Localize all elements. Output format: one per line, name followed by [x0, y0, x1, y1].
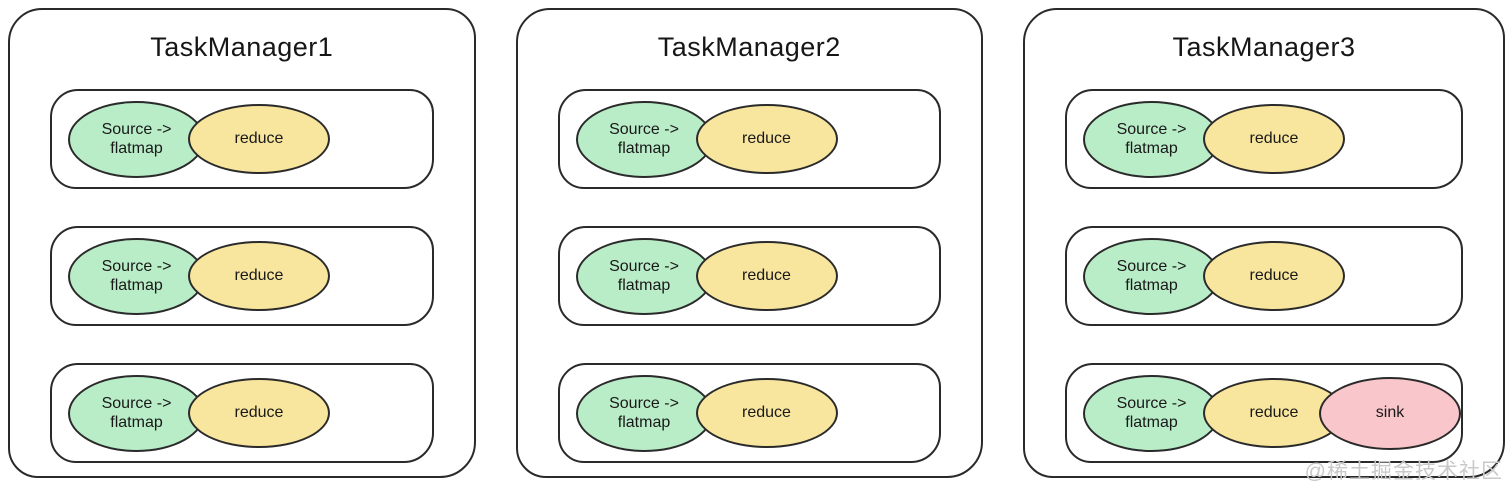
- task-label: Source -> flatmap: [609, 394, 679, 431]
- task-label: reduce: [234, 404, 284, 422]
- reduce-ellipse: reduce: [188, 378, 330, 448]
- task-slot: Source -> flatmap reduce: [557, 363, 941, 463]
- task-label: reduce: [742, 267, 791, 285]
- taskmanager3-box: TaskManager3 Source -> flatmap reduce So…: [1023, 8, 1505, 478]
- task-label: Source -> flatmap: [101, 257, 172, 294]
- task-label: Source -> flatmap: [609, 120, 679, 157]
- task-slot: Source -> flatmap reduce: [50, 226, 434, 326]
- task-label: reduce: [1249, 130, 1299, 148]
- source-flatmap-ellipse: Source -> flatmap: [1083, 100, 1220, 178]
- task-label: reduce: [234, 267, 284, 285]
- task-label: reduce: [1249, 267, 1299, 285]
- source-flatmap-ellipse: Source -> flatmap: [575, 100, 713, 178]
- task-slot: Source -> flatmap reduce: [1065, 89, 1463, 189]
- task-label: Source -> flatmap: [1116, 257, 1187, 294]
- source-flatmap-ellipse: Source -> flatmap: [575, 237, 713, 315]
- task-slot: Source -> flatmap reduce: [557, 226, 941, 326]
- task-slot: Source -> flatmap reduce: [50, 89, 434, 189]
- reduce-ellipse: reduce: [695, 241, 838, 311]
- taskmanager1-slots: Source -> flatmap reduce Source -> flatm…: [10, 89, 474, 463]
- task-label: reduce: [742, 130, 791, 148]
- taskmanager3-slots: Source -> flatmap reduce Source -> flatm…: [1025, 89, 1503, 463]
- reduce-ellipse: reduce: [1203, 104, 1345, 174]
- task-label: reduce: [742, 404, 791, 422]
- source-flatmap-ellipse: Source -> flatmap: [68, 237, 205, 315]
- taskmanager3-title: TaskManager3: [1172, 32, 1356, 62]
- taskmanager-columns: TaskManager1 Source -> flatmap reduce So…: [8, 8, 1505, 478]
- task-label: Source -> flatmap: [609, 257, 679, 294]
- task-label: Source -> flatmap: [101, 120, 172, 157]
- taskmanager2-box: TaskManager2 Source -> flatmap reduce So…: [515, 8, 983, 478]
- task-slot: Source -> flatmap reduce sink: [1065, 363, 1463, 463]
- reduce-ellipse: reduce: [695, 104, 838, 174]
- source-flatmap-ellipse: Source -> flatmap: [68, 374, 205, 452]
- task-label: reduce: [1249, 404, 1299, 422]
- task-slot: Source -> flatmap reduce: [50, 363, 434, 463]
- taskmanager1-box: TaskManager1 Source -> flatmap reduce So…: [8, 8, 476, 478]
- task-slot: Source -> flatmap reduce: [557, 89, 941, 189]
- taskmanager1-title: TaskManager1: [150, 32, 334, 62]
- source-flatmap-ellipse: Source -> flatmap: [1083, 237, 1220, 315]
- reduce-ellipse: reduce: [188, 104, 330, 174]
- task-label: Source -> flatmap: [1116, 120, 1187, 157]
- sink-ellipse: sink: [1319, 376, 1461, 450]
- taskmanager2-title: TaskManager2: [657, 32, 841, 62]
- taskmanager2-slots: Source -> flatmap reduce Source -> flatm…: [518, 89, 982, 463]
- source-flatmap-ellipse: Source -> flatmap: [68, 100, 205, 178]
- source-flatmap-ellipse: Source -> flatmap: [575, 374, 713, 452]
- reduce-ellipse: reduce: [188, 241, 330, 311]
- task-label: reduce: [234, 130, 284, 148]
- reduce-ellipse: reduce: [1203, 241, 1345, 311]
- task-slot: Source -> flatmap reduce: [1065, 226, 1463, 326]
- reduce-ellipse: reduce: [695, 378, 838, 448]
- task-label: sink: [1375, 404, 1405, 422]
- task-label: Source -> flatmap: [101, 394, 172, 431]
- task-label: Source -> flatmap: [1116, 394, 1187, 431]
- source-flatmap-ellipse: Source -> flatmap: [1083, 374, 1220, 452]
- watermark: @稀土掘金技术社区: [1304, 460, 1503, 483]
